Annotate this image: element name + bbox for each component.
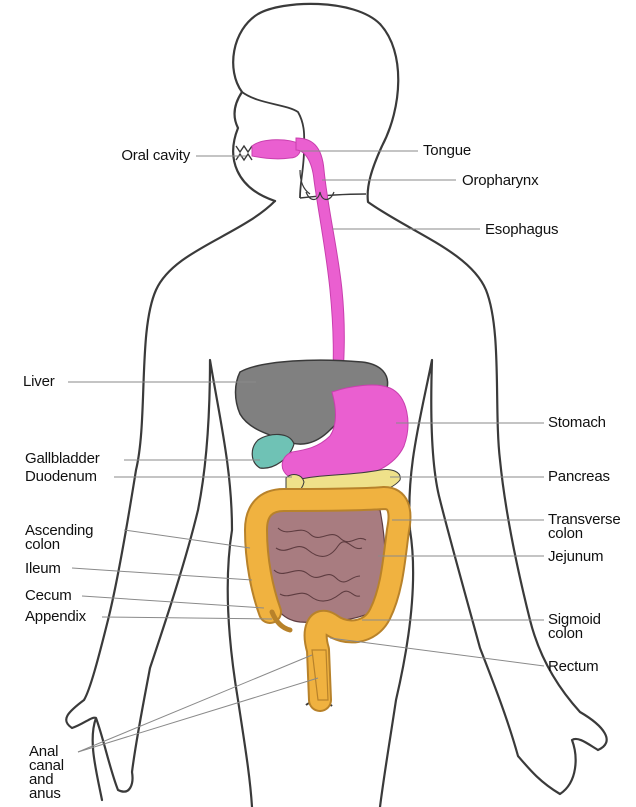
label-ascending-colon: Ascending colon (25, 522, 94, 553)
label-liver: Liver (23, 373, 55, 390)
label-rectum: Rectum (548, 658, 599, 675)
body-outline-left (65, 199, 277, 807)
label-pancreas: Pancreas (548, 468, 610, 485)
label-anal-line4: anus (29, 785, 61, 802)
label-jejunum: Jejunum (548, 548, 604, 565)
label-ascending-colon-line2: colon (25, 536, 60, 553)
label-ascending-colon-line1: Ascending (25, 522, 94, 539)
face-profile (241, 91, 306, 199)
small-intestine-folds (273, 527, 367, 602)
label-stomach: Stomach (548, 414, 606, 431)
appendix-shape (269, 609, 293, 633)
label-anal-line3: and (29, 771, 54, 788)
label-oropharynx: Oropharynx (462, 172, 539, 189)
small-intestine-shape (264, 505, 386, 624)
label-appendix: Appendix (25, 608, 86, 625)
leader-lines (68, 150, 545, 753)
label-anal-canal-and-anus: Anal canal and anus (29, 743, 64, 802)
label-tongue: Tongue (423, 142, 472, 159)
larynx-detail (299, 169, 335, 201)
tongue-shape (251, 139, 301, 160)
label-sigmoid-colon-line2: colon (548, 625, 583, 642)
label-sigmoid-colon-line1: Sigmoid (548, 611, 601, 628)
colon-fill (246, 488, 410, 710)
label-ileum: Ileum (25, 560, 61, 577)
label-esophagus: Esophagus (485, 221, 559, 238)
body-outline (232, 2, 608, 807)
label-transverse-colon-line2: colon (548, 525, 583, 542)
label-gallbladder: Gallbladder (25, 450, 100, 467)
teeth (235, 144, 253, 162)
label-anal-line1: Anal (29, 743, 59, 760)
label-transverse-colon: Transverse colon (548, 511, 621, 542)
label-cecum: Cecum (25, 587, 72, 604)
label-transverse-colon-line1: Transverse (548, 511, 621, 528)
label-anal-line2: canal (29, 757, 64, 774)
neck-line (299, 193, 367, 199)
label-duodenum: Duodenum (25, 468, 97, 485)
esophagus-shape (295, 137, 345, 396)
label-oral-cavity: Oral cavity (121, 147, 190, 164)
rectum-shape (311, 649, 329, 701)
label-sigmoid-colon: Sigmoid colon (548, 611, 601, 642)
